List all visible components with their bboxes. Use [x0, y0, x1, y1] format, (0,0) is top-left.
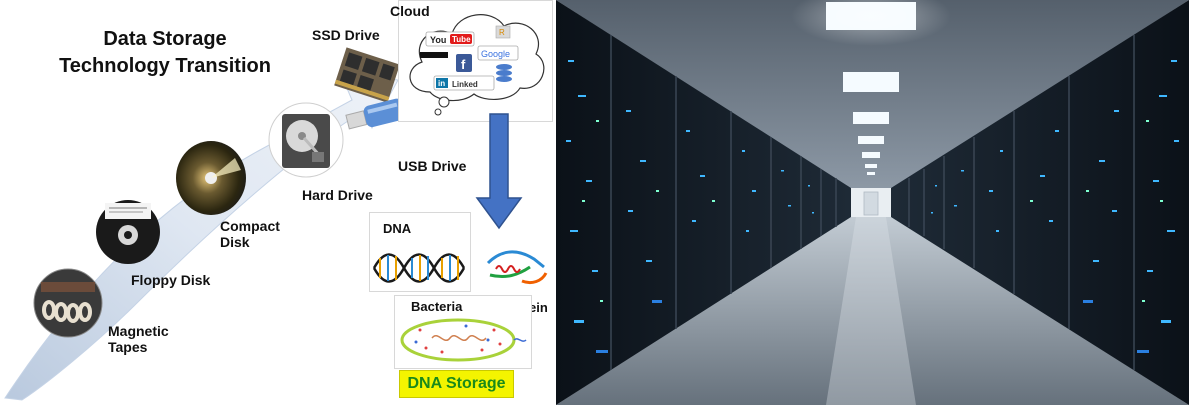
title-line-1: Data Storage — [103, 28, 227, 50]
bacteria-label: Bacteria — [411, 299, 463, 314]
left-rack-columns — [610, 35, 837, 370]
stage-label-hard-drive: Hard Drive — [302, 187, 373, 203]
dna-helix-icon — [372, 253, 466, 283]
stage-label-usb-drive: USB Drive — [398, 158, 467, 174]
rss-logo: R — [499, 28, 505, 37]
right-rack-leds-green — [1030, 120, 1163, 302]
bacteria-icon — [400, 318, 527, 362]
stage-label-magnetic-tapes: Magnetic Tapes — [108, 323, 169, 355]
title-line-2: Technology Transition — [59, 55, 271, 77]
protein-icon — [486, 250, 548, 285]
dna-storage-badge: DNA Storage — [399, 370, 514, 398]
dna-label: DNA — [383, 221, 412, 236]
linkedin-logo-text: Linked — [452, 80, 478, 89]
cloud-icon: You Tube R Google f in Linked — [409, 14, 545, 116]
facebook-logo: f — [461, 57, 466, 72]
magnetic-tape-icon — [33, 268, 103, 338]
storage-transition-diagram: Data Storage Technology Transition Magne… — [0, 0, 556, 405]
page-title: Data Storage Technology Transition — [40, 26, 290, 80]
down-arrow-icon — [475, 113, 523, 230]
stage-label-compact-disk: Compact Disk — [220, 218, 280, 250]
hard-drive-icon — [268, 102, 344, 178]
compact-disk-icon — [176, 141, 246, 215]
stage-label-ssd-drive: SSD Drive — [312, 27, 380, 43]
youtube-logo-you: You — [430, 35, 446, 45]
linkedin-logo-in: in — [438, 79, 445, 88]
stage-label-floppy-disk: Floppy Disk — [131, 272, 211, 288]
google-logo: Google — [481, 49, 510, 59]
left-rack-leds-green — [582, 120, 715, 302]
data-center-photo — [556, 0, 1189, 405]
youtube-logo-tube: Tube — [452, 35, 471, 44]
usb-drive-icon — [345, 98, 406, 130]
floppy-disk-icon — [96, 200, 160, 264]
right-rack-leds — [931, 60, 1179, 353]
stage-label-cloud: Cloud — [390, 3, 430, 19]
ssd-drive-icon — [334, 47, 400, 103]
right-rack-columns — [908, 35, 1135, 370]
left-rack-leds — [566, 60, 814, 353]
ceiling-lights — [791, 0, 951, 175]
